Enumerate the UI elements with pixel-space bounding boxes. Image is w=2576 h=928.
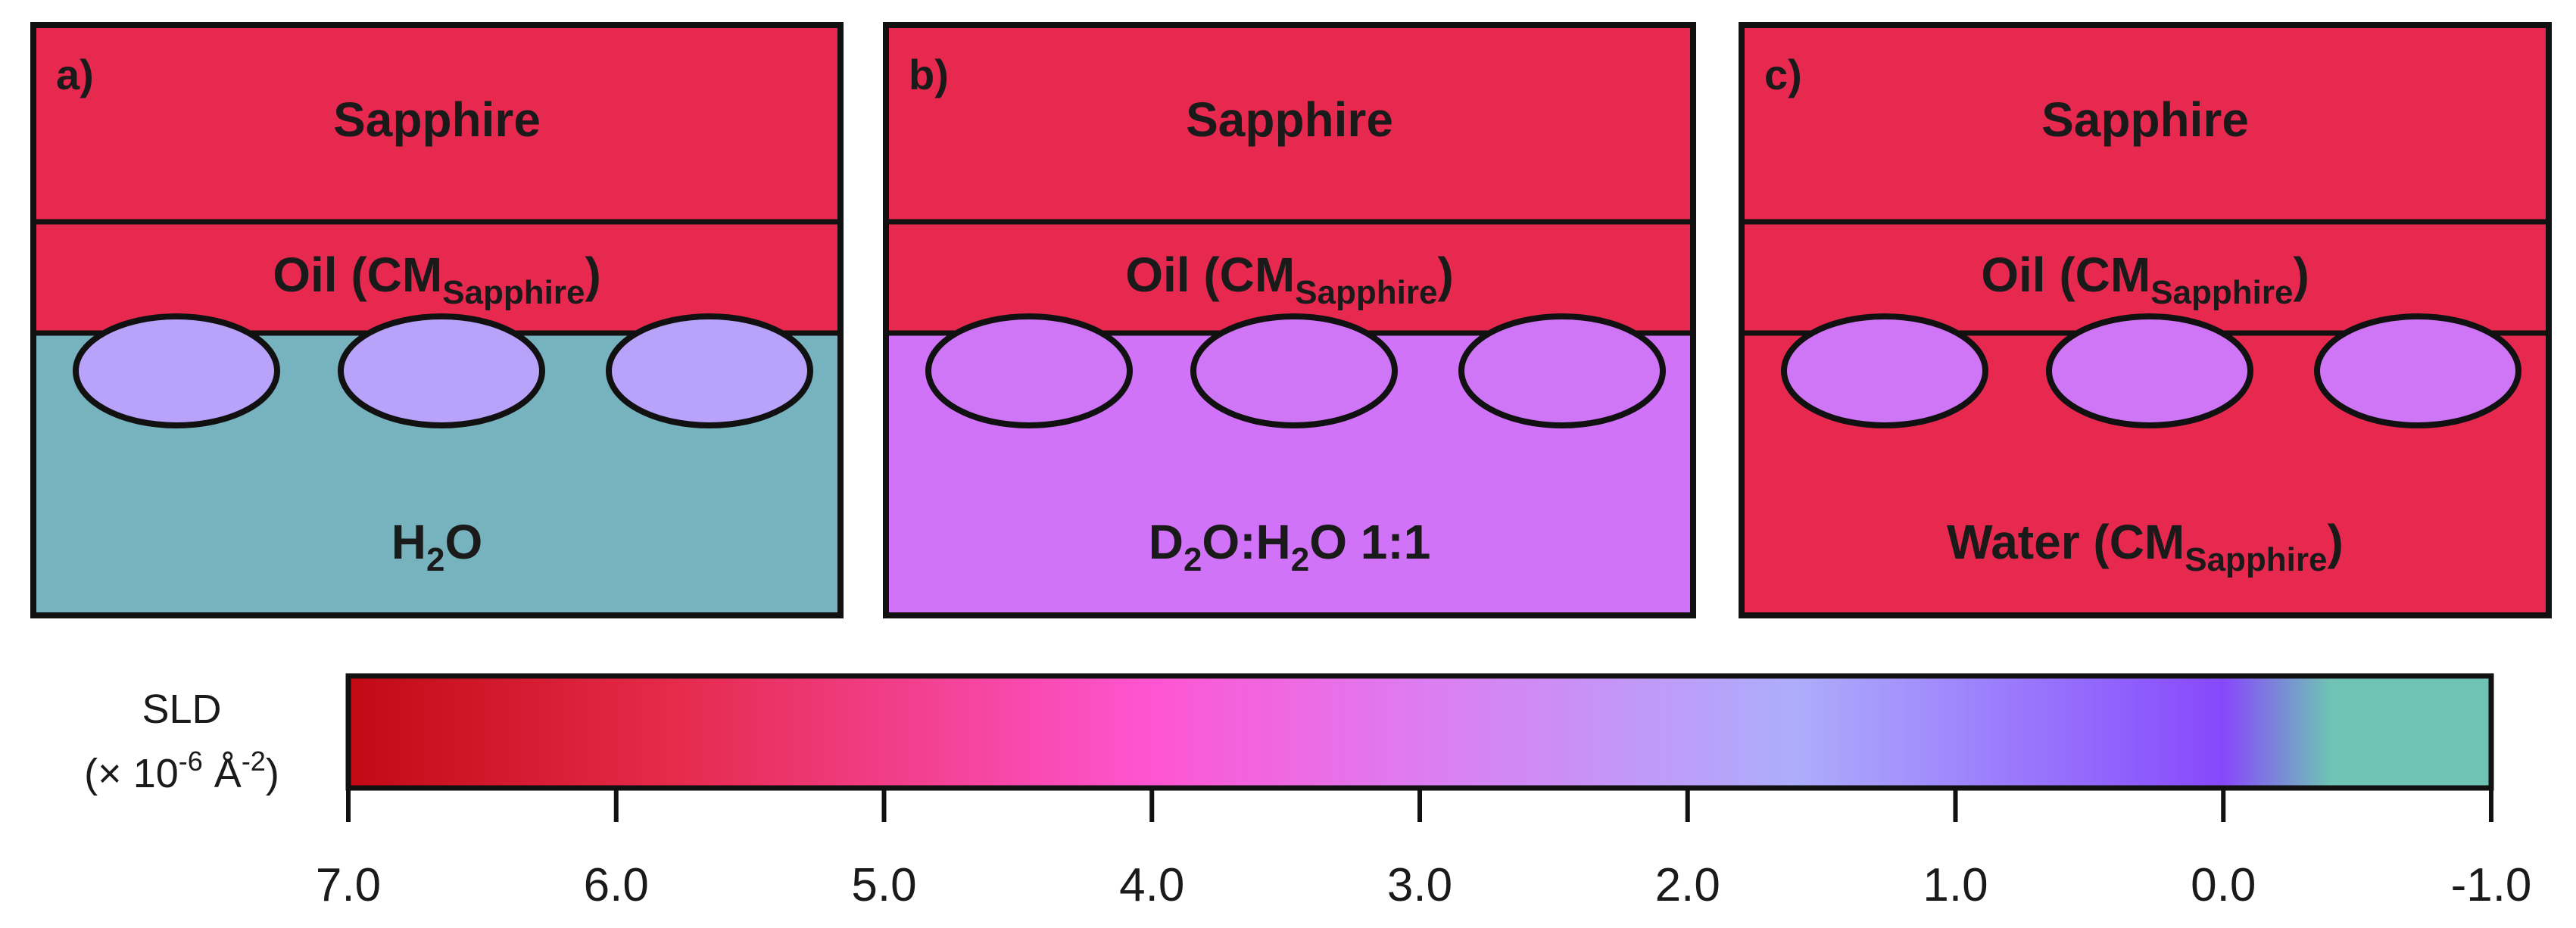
panel-border: [883, 22, 1696, 618]
sapphire-layer: [33, 25, 840, 222]
colorbar: SLD (× 10-6 Å-2) 7.0 6.0 5.0 4.0 3.0 2.0 1.0 0.…: [84, 673, 2532, 911]
colorbar-tick-label: 5.0: [851, 859, 916, 911]
droplet-ellipse: [925, 313, 1133, 428]
colorbar-label-line2: (× 10-6 Å-2): [84, 746, 279, 796]
sapphire-label: Sapphire: [2041, 92, 2249, 147]
colorbar-tick-label: -1.0: [2451, 859, 2532, 911]
sapphire-layer: [886, 25, 1693, 222]
colorbar-gradient: [345, 673, 2494, 791]
sapphire-label: Sapphire: [1186, 92, 1393, 147]
colorbar-tick-label: 1.0: [1923, 859, 1988, 911]
droplet-ellipse: [1458, 313, 1666, 428]
droplet-ellipse: [2314, 313, 2521, 428]
droplet-ellipse: [1781, 313, 1988, 428]
oil-label: Oil (CMSapphire): [1125, 248, 1454, 311]
panel-border: [1739, 22, 2552, 618]
droplet-ellipse: [606, 313, 813, 428]
sapphire-layer: [1742, 25, 2549, 222]
colorbar-tick-label: 4.0: [1119, 859, 1184, 911]
colorbar-tick-label: 6.0: [584, 859, 649, 911]
droplet-ellipse: [1190, 313, 1398, 428]
colorbar-label-line1: SLD: [142, 687, 221, 732]
water-label: H2O: [391, 515, 482, 578]
oil-label: Oil (CMSapphire): [273, 248, 601, 311]
colorbar-tick-label: 3.0: [1387, 859, 1452, 911]
panel-label: c): [1764, 51, 1802, 98]
panel-border: [30, 22, 844, 618]
droplet-ellipse: [338, 313, 545, 428]
colorbar-ticks: 7.0 6.0 5.0 4.0 3.0 2.0 1.0 0.0 -1.0: [316, 788, 2532, 911]
oil-label: Oil (CMSapphire): [1981, 248, 2309, 311]
water-label: D2O:H2O 1:1: [1149, 515, 1431, 578]
droplet-ellipse: [2046, 313, 2253, 428]
sapphire-label: Sapphire: [333, 92, 541, 147]
panel-label: b): [909, 51, 949, 98]
panel-label: a): [56, 51, 94, 98]
colorbar-tick-label: 0.0: [2191, 859, 2256, 911]
colorbar-tick-label: 2.0: [1655, 859, 1720, 911]
droplet-ellipse: [73, 313, 280, 428]
colorbar-tick-label: 7.0: [316, 859, 381, 911]
water-label: Water (CMSapphire): [1947, 515, 2344, 578]
